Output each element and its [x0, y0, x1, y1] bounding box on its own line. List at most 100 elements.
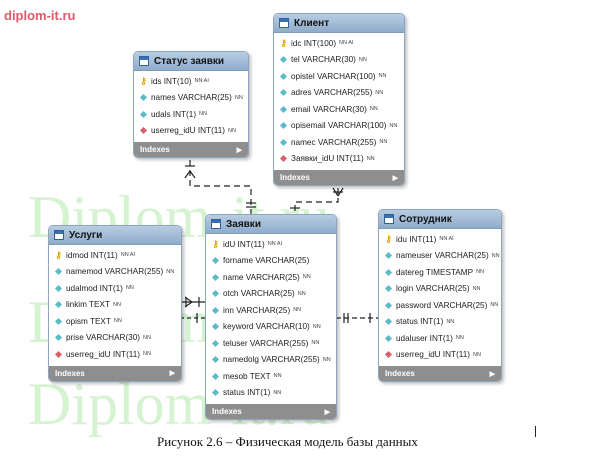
column-icon: [54, 284, 63, 292]
column-row[interactable]: ⚷idu INT(11)NN AI: [379, 231, 501, 248]
column-definition: forname VARCHAR(25): [223, 256, 310, 266]
table-requests[interactable]: Заявки ⚷idU INT(11)NN AI forname VARCHAR(…: [205, 214, 337, 420]
column-row[interactable]: email VARCHAR(30)NN: [274, 101, 404, 118]
expand-arrow-icon[interactable]: ▶: [169, 370, 175, 377]
column-icon: [384, 301, 393, 309]
column-icon: [211, 356, 220, 364]
column-icon: [384, 268, 393, 276]
column-row[interactable]: ⚷ids INT(10)NN AI: [134, 73, 248, 90]
column-icon: [211, 306, 220, 314]
column-flags: NN AI: [120, 252, 136, 259]
indexes-bar[interactable]: Indexes ▶: [134, 142, 248, 157]
column-row[interactable]: keyword VARCHAR(10)NN: [206, 319, 336, 336]
column-row[interactable]: teluser VARCHAR(255)NN: [206, 335, 336, 352]
expand-arrow-icon[interactable]: ▶: [392, 174, 398, 182]
column-row[interactable]: opistel VARCHAR(100)NN: [274, 68, 404, 85]
column-definition: login VARCHAR(25): [396, 284, 470, 294]
column-row[interactable]: prise VARCHAR(30)NN: [49, 330, 181, 347]
indexes-bar[interactable]: Indexes ▶: [49, 365, 181, 381]
column-icon: [54, 334, 63, 342]
column-flags: NN AI: [194, 78, 209, 85]
column-row[interactable]: userreg_idU INT(11)NN: [49, 346, 181, 363]
column-row[interactable]: status INT(1)NN: [206, 385, 336, 402]
column-icon: [279, 105, 288, 113]
column-row[interactable]: inn VARCHAR(25)NN: [206, 302, 336, 319]
indexes-bar[interactable]: Indexes ▶: [379, 366, 501, 381]
column-icon: [384, 252, 393, 260]
column-row[interactable]: ⚷idU INT(11)NN AI: [206, 236, 336, 253]
column-row[interactable]: namedolg VARCHAR(255)NN: [206, 352, 336, 369]
column-row[interactable]: names VARCHAR(25)NN: [134, 90, 248, 107]
column-definition: password VARCHAR(25): [396, 300, 488, 310]
column-flags: NN: [490, 302, 499, 309]
column-row[interactable]: namec VARCHAR(255)NN: [274, 134, 404, 151]
column-flags: NN: [378, 73, 387, 80]
column-icon: [211, 273, 220, 281]
expand-arrow-icon[interactable]: ▶: [489, 370, 495, 378]
table-header[interactable]: Сотрудник: [379, 210, 501, 229]
column-flags: NN: [234, 94, 243, 101]
column-row[interactable]: tel VARCHAR(30)NN: [274, 52, 404, 69]
table-header[interactable]: Статус заявки: [134, 52, 248, 71]
expand-arrow-icon[interactable]: ▶: [324, 408, 330, 416]
column-flags: NN: [113, 318, 122, 325]
primary-key-icon: ⚷: [212, 238, 219, 249]
column-row[interactable]: otch VARCHAR(25)NN: [206, 286, 336, 303]
column-row[interactable]: userreg_idU INT(11)NN: [134, 123, 248, 140]
column-flags: NN: [273, 373, 282, 380]
table-header[interactable]: Клиент: [274, 14, 404, 33]
indexes-bar[interactable]: Indexes ▶: [274, 170, 404, 185]
column-row[interactable]: userreg_idU INT(11)NN: [379, 347, 501, 364]
column-icon: [139, 94, 148, 102]
table-header[interactable]: Заявки: [206, 215, 336, 234]
column-row[interactable]: forname VARCHAR(25): [206, 253, 336, 270]
column-definition: userreg_idU INT(11): [66, 349, 141, 359]
column-row[interactable]: Заявки_idU INT(11)NN: [274, 151, 404, 168]
column-icon: [384, 285, 393, 293]
column-row[interactable]: name VARCHAR(25)NN: [206, 269, 336, 286]
column-row[interactable]: namemod VARCHAR(255)NN: [49, 264, 181, 281]
column-definition: opistel VARCHAR(100): [291, 71, 376, 81]
column-row[interactable]: nameuser VARCHAR(25)NN: [379, 248, 501, 265]
column-definition: email VARCHAR(30): [291, 104, 367, 114]
indexes-bar[interactable]: Indexes ▶: [206, 404, 336, 419]
table-header[interactable]: Услуги: [49, 226, 181, 245]
column-definition: inn VARCHAR(25): [223, 305, 291, 315]
column-row[interactable]: udalmod INT(1)NN: [49, 280, 181, 297]
column-row[interactable]: adres VARCHAR(255)NN: [274, 85, 404, 102]
column-row[interactable]: password VARCHAR(25)NN: [379, 297, 501, 314]
column-row[interactable]: udaluser INT(1)NN: [379, 330, 501, 347]
expand-arrow-icon[interactable]: ▶: [236, 146, 242, 154]
column-definition: prise VARCHAR(30): [66, 333, 141, 343]
column-row[interactable]: udals INT(1)NN: [134, 106, 248, 123]
column-row[interactable]: login VARCHAR(25)NN: [379, 281, 501, 298]
column-row[interactable]: ⚷idc INT(100)NN AI: [274, 35, 404, 52]
table-icon: [211, 219, 221, 229]
column-flags: NN: [476, 269, 485, 276]
column-icon: [211, 290, 220, 298]
column-definition: status INT(1): [223, 388, 271, 398]
column-flags: NN: [297, 290, 306, 297]
column-row[interactable]: status INT(1)NN: [379, 314, 501, 331]
column-flags: NN: [143, 334, 151, 341]
foreign-key-icon: [139, 127, 148, 135]
column-icon: [279, 72, 288, 80]
column-flags: NN: [322, 356, 331, 363]
relation-status-requests: [189, 160, 252, 214]
column-row[interactable]: opisemail VARCHAR(100)NN: [274, 118, 404, 135]
column-flags: NN: [166, 268, 175, 275]
column-flags: NN: [125, 285, 134, 292]
column-definition: userreg_idU INT(11): [396, 350, 471, 360]
column-row[interactable]: ⚷idmod INT(11)NN AI: [49, 247, 181, 264]
